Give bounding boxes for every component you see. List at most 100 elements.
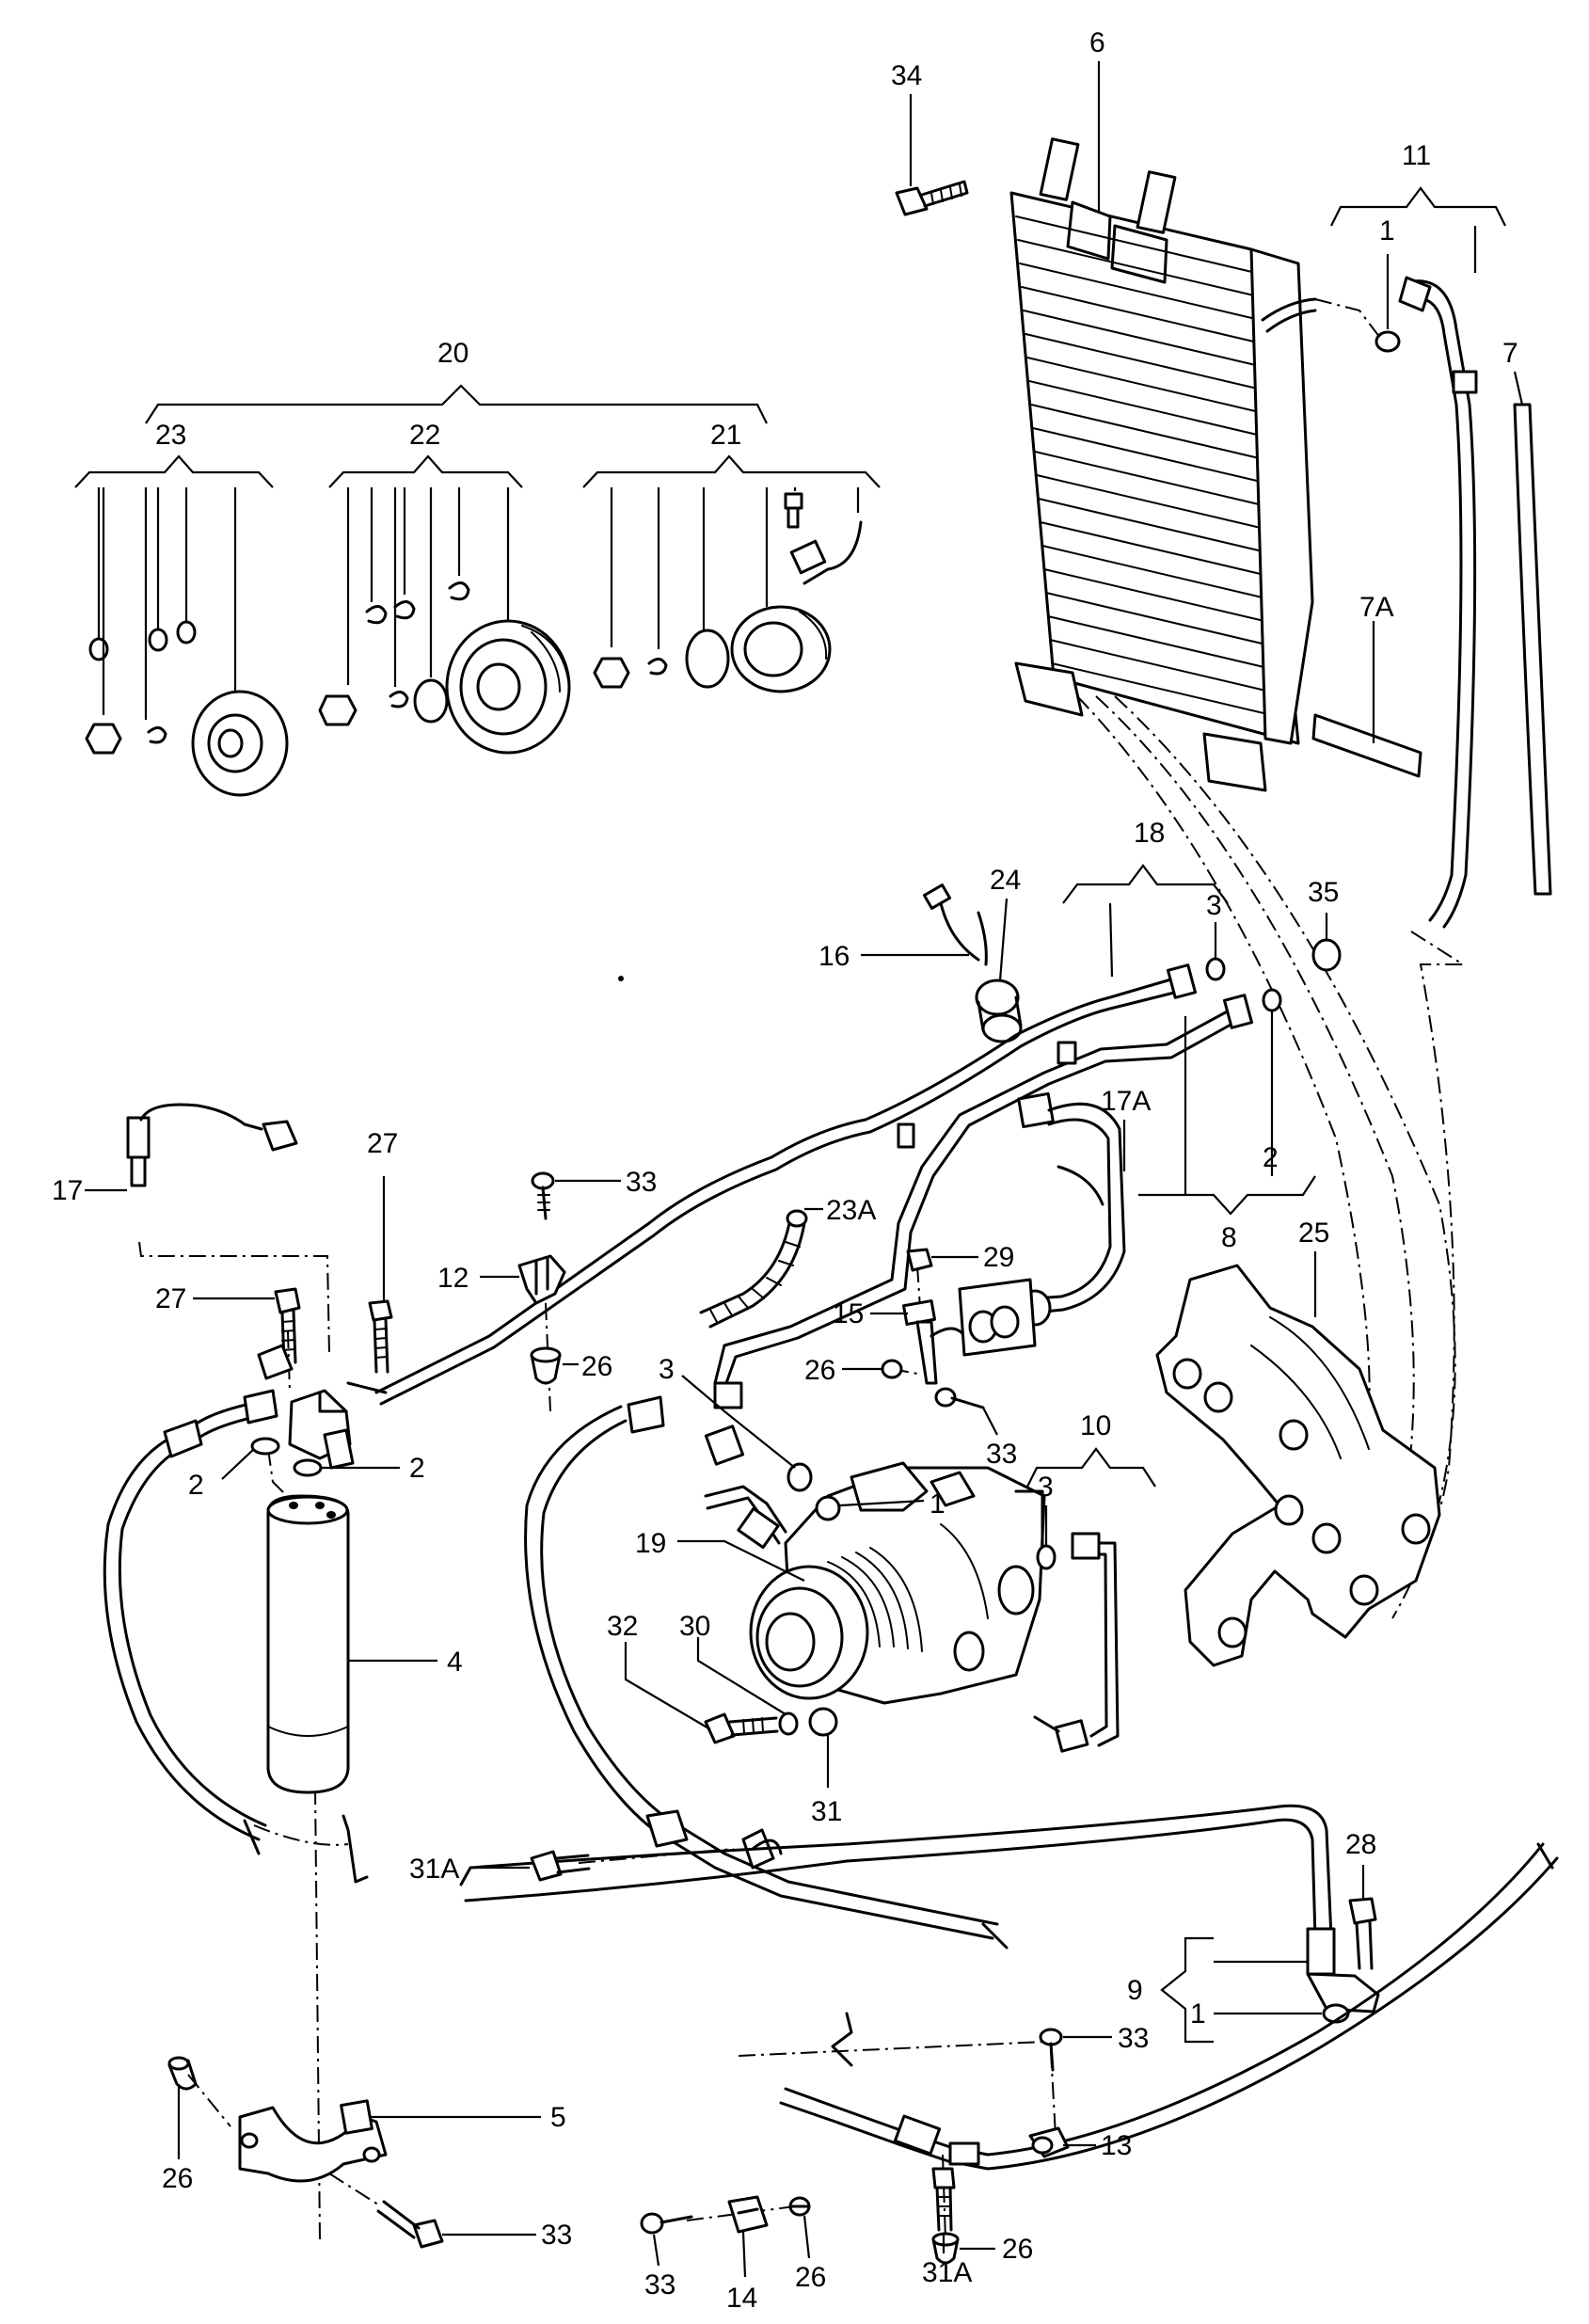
label-2-right: 2 bbox=[409, 1453, 425, 1484]
label-23a: 23A bbox=[826, 1195, 876, 1226]
pipe-18 bbox=[374, 963, 1254, 1406]
label-11: 11 bbox=[1402, 140, 1431, 171]
hose-drier-to-pipe bbox=[346, 1381, 388, 1394]
label-33-bottom-right: 33 bbox=[1118, 2023, 1149, 2054]
label-28: 28 bbox=[1345, 1829, 1376, 1860]
bracket-25 bbox=[1155, 1264, 1441, 1667]
stray-dot bbox=[618, 976, 624, 981]
bolt-31a-mid bbox=[530, 1850, 591, 1882]
bracket-5 bbox=[238, 2099, 388, 2183]
pressure-switch-17 bbox=[126, 1103, 298, 1187]
bolt-33-top bbox=[531, 1171, 555, 1220]
receiver-drier-4 bbox=[266, 1494, 350, 1794]
pipe-10 bbox=[1033, 1532, 1120, 1753]
label-1-bottom: 1 bbox=[1190, 1998, 1206, 2030]
label-18: 18 bbox=[1134, 818, 1165, 849]
dashline-drier bbox=[138, 1241, 330, 1356]
label-14: 14 bbox=[726, 2283, 757, 2314]
hose-lower-main bbox=[459, 1804, 1380, 2014]
bracket-15 bbox=[901, 1278, 1037, 1385]
bolt-32 bbox=[704, 1712, 779, 1744]
hose-bottom bbox=[779, 1842, 1559, 2171]
label-35: 35 bbox=[1308, 877, 1339, 908]
bolt-28 bbox=[1348, 1897, 1377, 1970]
label-26-bottom-right: 26 bbox=[1002, 2234, 1033, 2265]
label-7: 7 bbox=[1502, 338, 1518, 369]
dashline-right-1 bbox=[1076, 695, 1371, 1469]
label-26-bottom-left: 26 bbox=[162, 2163, 193, 2194]
label-13: 13 bbox=[1101, 2130, 1132, 2161]
break-zig bbox=[831, 2012, 853, 2067]
nut-26-bottom-right bbox=[931, 2232, 960, 2265]
bolt-33-mid bbox=[934, 1387, 985, 1409]
label-22: 22 bbox=[409, 420, 440, 451]
clutch-kit-23 bbox=[85, 620, 289, 797]
dashline-33-left bbox=[328, 2173, 382, 2207]
label-10: 10 bbox=[1080, 1410, 1111, 1441]
nut-26-bottom-mid bbox=[788, 2196, 811, 2217]
nut-35 bbox=[1311, 938, 1342, 972]
label-31a-bottom: 31A bbox=[922, 2257, 972, 2288]
drier-block bbox=[288, 1389, 355, 1470]
clutch-kit-22 bbox=[318, 581, 571, 755]
seal-strip-7a bbox=[1311, 713, 1422, 778]
break-mid bbox=[342, 1814, 369, 1884]
label-32: 32 bbox=[607, 1611, 638, 1642]
hose-discharge bbox=[524, 1395, 999, 1940]
label-6: 6 bbox=[1089, 27, 1105, 58]
leader-lines bbox=[85, 61, 1524, 2278]
label-12: 12 bbox=[437, 1263, 469, 1294]
washer-3-right bbox=[1036, 1544, 1057, 1570]
label-3-top: 3 bbox=[1206, 890, 1222, 921]
label-17: 17 bbox=[52, 1175, 83, 1206]
label-7a: 7A bbox=[1359, 592, 1394, 623]
callout-labels: 34 6 11 1 7 7A 20 23 22 21 18 24 3 35 16… bbox=[52, 27, 1518, 2314]
hose-left-long bbox=[103, 1344, 294, 1841]
break-right-low bbox=[1536, 1842, 1554, 1870]
bolt-31a-bottom bbox=[931, 2167, 956, 2232]
label-29: 29 bbox=[983, 1242, 1014, 1273]
label-2-top: 2 bbox=[1263, 1142, 1279, 1173]
pipe-17a bbox=[1017, 1091, 1126, 1327]
label-33-bottom-left: 33 bbox=[541, 2220, 572, 2251]
dashline-break-low bbox=[738, 2041, 1045, 2057]
break-left bbox=[243, 1819, 261, 1855]
washer-2-left bbox=[250, 1437, 280, 1456]
dashline-27 bbox=[287, 1330, 291, 1393]
washer-30 bbox=[778, 1711, 799, 1736]
dashline-right-4 bbox=[1373, 931, 1467, 1605]
label-33-top: 33 bbox=[626, 1167, 657, 1198]
sensor-wire-16 bbox=[922, 883, 988, 966]
label-26-mid: 26 bbox=[804, 1355, 835, 1386]
nut-26-top bbox=[530, 1346, 562, 1385]
dashline-29 bbox=[916, 1265, 923, 1337]
label-9: 9 bbox=[1127, 1975, 1143, 2006]
washer-3-top bbox=[1205, 957, 1226, 981]
break-right-hose bbox=[981, 1922, 1009, 1950]
label-1-mid: 1 bbox=[930, 1488, 945, 1520]
label-31: 31 bbox=[811, 1796, 842, 1827]
condenser bbox=[1009, 137, 1317, 792]
label-26-top: 26 bbox=[581, 1351, 612, 1382]
bolt-27-right bbox=[368, 1299, 393, 1374]
label-5: 5 bbox=[550, 2102, 566, 2133]
bolt-34 bbox=[895, 180, 969, 216]
dashline-26a-left bbox=[187, 2074, 231, 2127]
washer-2-right bbox=[293, 1458, 323, 1477]
label-8: 8 bbox=[1221, 1222, 1237, 1253]
group-braces bbox=[74, 186, 1506, 2044]
label-26-bottom-mid: 26 bbox=[795, 2262, 826, 2293]
sleeve-24 bbox=[975, 979, 1023, 1043]
label-33-mid: 33 bbox=[986, 1439, 1017, 1470]
washer-1-top bbox=[1374, 330, 1401, 353]
label-30: 30 bbox=[679, 1611, 710, 1642]
label-3-left: 3 bbox=[659, 1354, 675, 1385]
washer-2-top bbox=[1262, 988, 1282, 1012]
clip-14 bbox=[727, 2195, 769, 2234]
label-1-top: 1 bbox=[1379, 215, 1395, 247]
label-3-right: 3 bbox=[1038, 1472, 1054, 1503]
label-31a-mid: 31A bbox=[409, 1854, 459, 1885]
clutch-kit-21 bbox=[593, 492, 863, 693]
dashline-right-3 bbox=[1114, 695, 1456, 1619]
